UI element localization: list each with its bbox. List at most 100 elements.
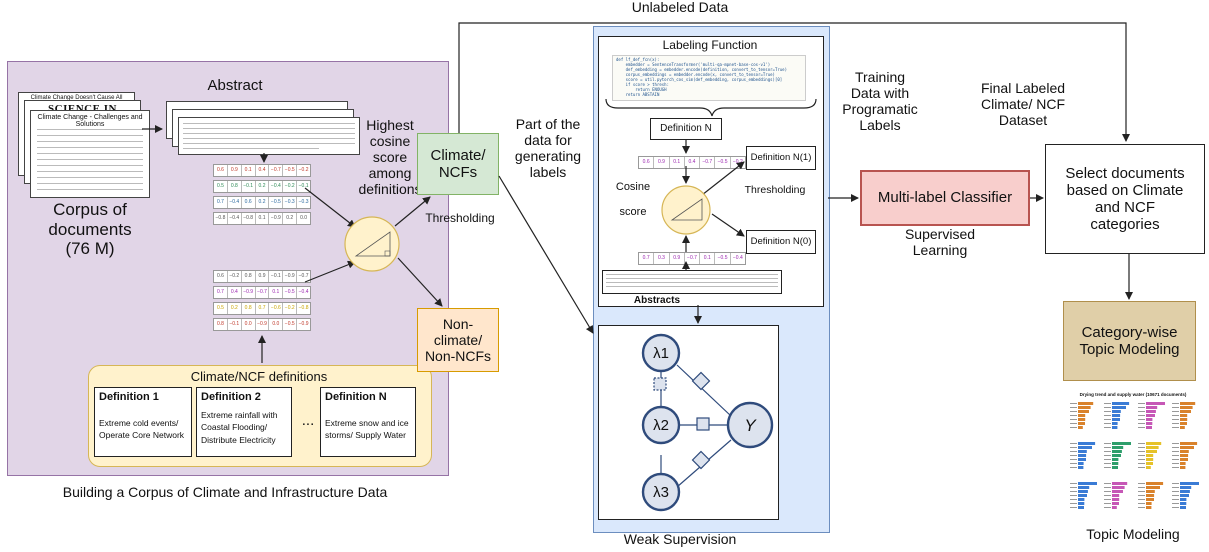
topic-term-label — [1070, 467, 1077, 468]
topic-term-label — [1104, 411, 1111, 412]
topic-term-label — [1138, 455, 1145, 456]
topic-term-label — [1104, 455, 1111, 456]
topic-bar — [1078, 494, 1087, 497]
topic-bar — [1146, 486, 1160, 489]
embedding-value: 0.2 — [256, 181, 270, 192]
lf-abstract-doc — [602, 270, 782, 294]
topic-bar — [1180, 498, 1187, 501]
embedding-value: 0.5 — [214, 181, 228, 192]
topic-term-label — [1104, 443, 1111, 444]
topic-bar — [1112, 422, 1118, 425]
topic-term-label — [1070, 443, 1077, 444]
definition-card-1: Definition 1 Extreme cold events/Operate… — [94, 387, 192, 457]
topic-term-label — [1104, 463, 1111, 464]
embedding-value: 0.1 — [700, 253, 716, 264]
topic-term-label — [1104, 495, 1111, 496]
topic-bar — [1078, 450, 1087, 453]
arrow-circle-climate — [394, 196, 431, 227]
factor-square — [653, 377, 667, 391]
topic-bar — [1078, 418, 1086, 421]
embedding-value: −0.1 — [242, 181, 256, 192]
topic-term-label — [1172, 483, 1179, 484]
embedding-value: 0.1 — [269, 287, 284, 298]
embedding-value: −0.4 — [228, 197, 242, 208]
topic-bar — [1112, 494, 1120, 497]
labeling-function-title: Labeling Function — [662, 38, 758, 52]
embedding-value: 0.7 — [639, 253, 655, 264]
topic-term-label — [1104, 403, 1111, 404]
abstract-label: Abstract — [207, 77, 263, 94]
topic-bar — [1078, 482, 1097, 485]
embedding-value: −0.7 — [256, 287, 270, 298]
embedding-value: 0.6 — [214, 271, 228, 282]
topic-term-label — [1172, 491, 1179, 492]
topic-term-label — [1138, 403, 1145, 404]
topic-bar — [1146, 402, 1165, 405]
topic-bar — [1112, 506, 1117, 509]
topic-bar — [1180, 494, 1189, 497]
topic-bar — [1180, 482, 1199, 485]
topic-term-label — [1104, 423, 1111, 424]
embedding-value: 0.2 — [283, 213, 298, 224]
topic-bar — [1078, 490, 1088, 493]
definitions-title: Climate/NCF definitions — [190, 369, 328, 384]
topic-bar — [1146, 462, 1153, 465]
embedding-value: 0.5 — [214, 303, 228, 314]
topic-term-label — [1138, 419, 1145, 420]
embedding-value: −0.4 — [732, 255, 743, 261]
topic-bar — [1180, 406, 1193, 409]
embedding-value: 0.0 — [242, 319, 256, 330]
topic-term-label — [1138, 451, 1145, 452]
embedding-value: −0.3 — [298, 199, 309, 205]
embedding-value: −0.7 — [298, 273, 309, 279]
code-line: embedder = SentenceTransformer('multi-qa… — [616, 62, 771, 67]
topic-bar — [1112, 458, 1119, 461]
topic-term-label — [1172, 455, 1179, 456]
embedding-value: −0.4 — [228, 213, 242, 224]
topic-term-label — [1172, 403, 1179, 404]
embedding-value: 0.9 — [654, 157, 670, 168]
topic-term-label — [1138, 483, 1145, 484]
topic-term-label — [1104, 503, 1111, 504]
highest-score-label: Highest cosine score among definitions — [358, 117, 422, 198]
topic-bar — [1112, 442, 1131, 445]
embedding-value: 0.7 — [256, 303, 270, 314]
topic-bar — [1078, 442, 1096, 445]
topic-term-label — [1172, 495, 1179, 496]
topic-bar — [1112, 462, 1119, 465]
embedding-value: 0.2 — [228, 303, 242, 314]
embedding-value: 0.6 — [214, 165, 228, 176]
topic-bar — [1112, 450, 1122, 453]
code-line: score = util.pytorch_cos_sim(def_embeddi… — [616, 77, 783, 82]
embedding-value: −0.1 — [269, 271, 284, 282]
topic-term-label — [1070, 411, 1077, 412]
topic-bar — [1180, 402, 1196, 405]
topic-term-label — [1104, 499, 1111, 500]
topic-term-label — [1138, 487, 1145, 488]
topic-term-label — [1172, 487, 1179, 488]
topic-term-label — [1070, 419, 1077, 420]
topic-term-label — [1104, 427, 1111, 428]
lambda3-label: λ3 — [653, 484, 669, 501]
topic-term-label — [1070, 463, 1077, 464]
code-line: return ENOUGH — [616, 87, 667, 92]
embedding-value: −0.8 — [242, 213, 256, 224]
arrow-part-of-data — [498, 175, 594, 334]
embedding-value: −0.9 — [242, 287, 256, 298]
embedding-value: 0.1 — [242, 165, 256, 176]
topic-term-label — [1104, 447, 1111, 448]
factor-diamond — [691, 450, 711, 470]
topic-term-label — [1138, 459, 1145, 460]
newspaper-image-3: Climate Change - Challenges and Solution… — [30, 110, 150, 198]
topic-term-label — [1172, 423, 1179, 424]
